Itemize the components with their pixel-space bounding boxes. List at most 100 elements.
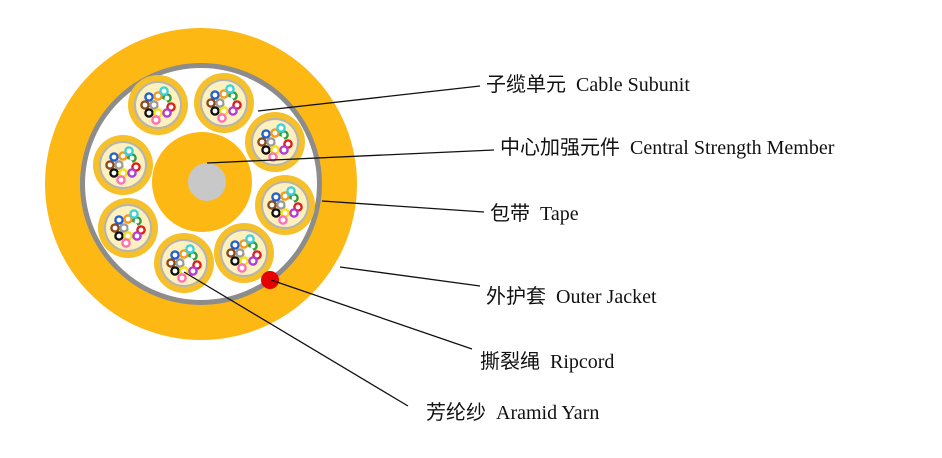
label-tape: 包带 Tape — [490, 202, 579, 226]
label-en: Aramid Yarn — [496, 402, 600, 424]
optical-fiber — [278, 215, 288, 225]
optical-fiber — [158, 99, 168, 109]
label-zh: 子缆单元 — [486, 74, 566, 96]
label-outer-jacket: 外护套 Outer Jacket — [486, 285, 657, 309]
cable-subunit — [128, 75, 188, 135]
optical-fiber — [279, 145, 289, 155]
label-zh: 外护套 — [486, 286, 546, 308]
optical-fiber — [170, 250, 180, 260]
cable-subunit — [245, 112, 305, 172]
cable-subunit — [93, 135, 153, 195]
optical-fiber — [185, 244, 195, 254]
optical-fiber — [276, 123, 286, 133]
cable-subunit — [194, 73, 254, 133]
optical-fiber — [162, 108, 172, 118]
optical-fiber — [188, 266, 198, 276]
leader-line — [183, 271, 409, 407]
leader-line — [257, 85, 481, 112]
optical-fiber — [144, 92, 154, 102]
optical-fiber — [266, 137, 276, 147]
optical-fiber — [276, 200, 286, 210]
optical-fiber — [237, 263, 247, 273]
optical-fiber — [215, 98, 225, 108]
optical-fiber — [118, 151, 128, 161]
optical-fiber — [261, 145, 271, 155]
optical-fiber — [210, 106, 220, 116]
optical-fiber — [140, 100, 150, 110]
optical-fiber — [285, 199, 295, 209]
optical-fiber — [121, 238, 131, 248]
label-en: Tape — [540, 203, 579, 225]
label-en: Central Strength Member — [630, 137, 835, 159]
cable-subunit — [98, 198, 158, 258]
optical-fiber — [226, 248, 236, 258]
optical-fiber — [123, 214, 133, 224]
optical-fiber — [275, 136, 285, 146]
cable-subunit — [214, 223, 274, 283]
optical-fiber — [271, 192, 281, 202]
optical-fiber — [245, 234, 255, 244]
optical-fiber — [116, 175, 126, 185]
optical-fiber — [166, 258, 176, 268]
label-en: Outer Jacket — [556, 286, 657, 308]
optical-fiber — [270, 128, 280, 138]
optical-fiber — [230, 240, 240, 250]
optical-fiber — [219, 89, 229, 99]
optical-fiber — [217, 113, 227, 123]
optical-fiber — [224, 97, 234, 107]
label-zh: 撕裂绳 — [480, 351, 540, 373]
label-en: Ripcord — [550, 351, 615, 373]
label-en: Cable Subunit — [576, 74, 690, 96]
leader-line — [270, 279, 473, 350]
optical-fiber — [286, 186, 296, 196]
optical-fiber — [244, 247, 254, 257]
optical-fiber — [179, 249, 189, 259]
optical-fiber — [230, 256, 240, 266]
optical-fiber — [159, 86, 169, 96]
optical-fiber — [144, 108, 154, 118]
label-ripcord: 撕裂绳 Ripcord — [480, 350, 614, 374]
label-cable-subunit: 子缆单元 Cable Subunit — [486, 73, 690, 97]
optical-fiber — [114, 231, 124, 241]
optical-fiber — [175, 258, 185, 268]
optical-fiber — [109, 152, 119, 162]
optical-fiber — [206, 98, 216, 108]
optical-fiber — [210, 90, 220, 100]
optical-fiber — [114, 215, 124, 225]
optical-fiber — [239, 239, 249, 249]
optical-fiber — [170, 266, 180, 276]
optical-fiber — [235, 248, 245, 258]
optical-fiber — [289, 208, 299, 218]
cable-subunit — [255, 175, 315, 235]
optical-fiber — [267, 200, 277, 210]
optical-fiber — [109, 168, 119, 178]
central-strength-member-core — [188, 163, 226, 201]
optical-fiber — [248, 256, 258, 266]
optical-fiber — [105, 160, 115, 170]
optical-fiber — [184, 257, 194, 267]
optical-fiber — [271, 208, 281, 218]
optical-fiber — [132, 231, 142, 241]
optical-fiber — [153, 91, 163, 101]
optical-fiber — [149, 100, 159, 110]
optical-fiber — [110, 223, 120, 233]
optical-fiber — [177, 273, 187, 283]
optical-fiber — [127, 168, 137, 178]
cable-subunits — [93, 73, 315, 293]
optical-fiber — [128, 222, 138, 232]
leader-lines — [183, 85, 495, 407]
optical-fiber — [129, 209, 139, 219]
optical-fiber — [257, 137, 267, 147]
label-zh: 包带 — [490, 203, 530, 225]
optical-fiber — [261, 129, 271, 139]
cable-subunit — [154, 233, 214, 293]
leader-line — [321, 200, 485, 213]
optical-fiber — [114, 160, 124, 170]
optical-fiber — [124, 146, 134, 156]
optical-fiber — [123, 159, 133, 169]
leader-line — [339, 266, 481, 287]
optical-fiber — [225, 84, 235, 94]
